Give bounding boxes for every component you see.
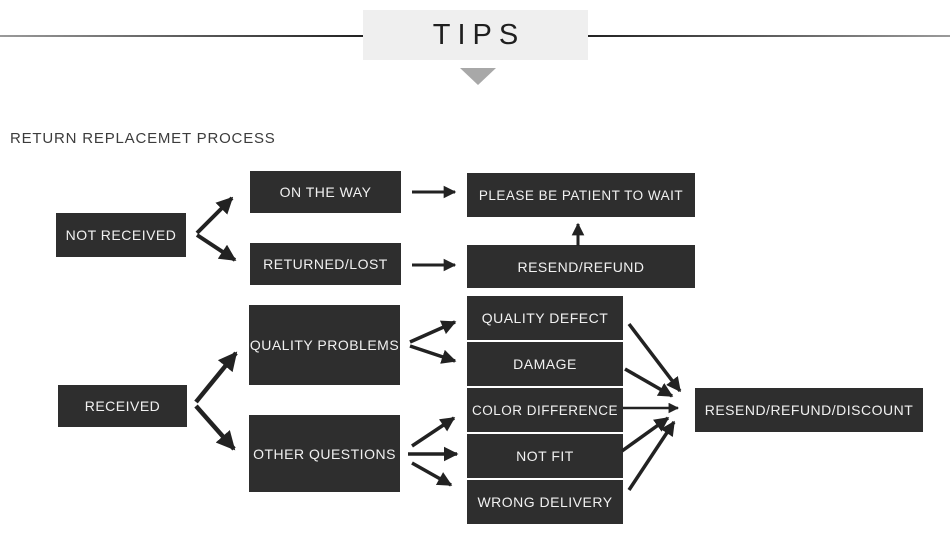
node-resend-refund-discount: RESEND/REFUND/DISCOUNT xyxy=(695,388,923,432)
node-wrong-delivery: WRONG DELIVERY xyxy=(467,480,623,524)
node-not-received: NOT RECEIVED xyxy=(56,213,186,257)
node-not-fit: NOT FIT xyxy=(467,434,623,478)
down-triangle-icon xyxy=(460,68,496,85)
node-damage: DAMAGE xyxy=(467,342,623,386)
node-quality-problems: QUALITY PROBLEMS xyxy=(249,305,400,385)
node-on-the-way: ON THE WAY xyxy=(250,171,401,213)
node-received: RECEIVED xyxy=(58,385,187,427)
node-color-difference: COLOR DIFFERENCE xyxy=(467,388,623,432)
tips-header: TIPS xyxy=(363,10,588,60)
node-resend-refund: RESEND/REFUND xyxy=(467,245,695,288)
node-other-questions: OTHER QUESTIONS xyxy=(249,415,400,492)
process-heading: RETURN REPLACEMET PROCESS xyxy=(10,130,276,147)
node-returned-lost: RETURNED/LOST xyxy=(250,243,401,285)
node-quality-defect: QUALITY DEFECT xyxy=(467,296,623,340)
tips-title: TIPS xyxy=(432,18,526,51)
node-please-be-patient: PLEASE BE PATIENT TO WAIT xyxy=(467,173,695,217)
